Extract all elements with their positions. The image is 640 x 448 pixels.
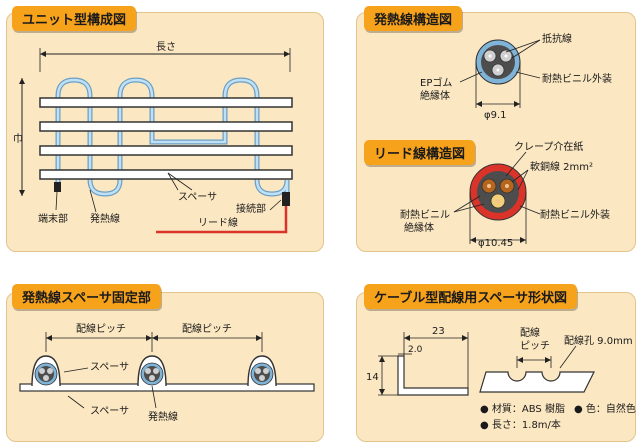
spacer-label: スペーサ	[178, 191, 217, 203]
hole-label: 配線孔 9.0mm	[564, 334, 633, 347]
pitch-label-2: 配線ピッチ	[182, 322, 232, 335]
material-spec: ● 材質：ABS 樹脂	[480, 402, 565, 415]
lead-insulator-label: 絶縁体	[404, 221, 434, 234]
length-label: 長さ	[156, 41, 176, 53]
crepe-paper-label: クレープ介在紙	[514, 140, 583, 153]
heating-wire-label: 発熱線	[90, 212, 120, 225]
pitch-line-1: 配線	[520, 326, 540, 339]
pitch-label-1: 配線ピッチ	[76, 322, 126, 335]
lead-wire-label: リード線	[198, 216, 238, 229]
lead-vinyl-label: 耐熱ビニル	[400, 208, 450, 221]
connector	[282, 192, 290, 206]
lead-structure-title: リード線構造図	[364, 140, 476, 165]
diameter-label: φ9.1	[484, 110, 507, 121]
ep-rubber-label: EPゴム	[420, 76, 452, 89]
color-spec: ● 色：自然色	[574, 402, 636, 415]
dim-2: 2.0	[408, 345, 423, 355]
width-label: 巾	[13, 132, 23, 145]
spacer-label-top: スペーサ	[90, 361, 129, 373]
lead-wire	[156, 206, 288, 234]
heating-structure-title: 発熱線構造図	[364, 6, 463, 31]
resistance-wire-label: 抵抗線	[542, 32, 572, 45]
insulator-label: 絶縁体	[420, 89, 450, 102]
spacer-fixing-title: 発熱線スペーサ固定部	[12, 284, 161, 309]
dim-14: 14	[366, 372, 379, 383]
lead-sheath-label: 耐熱ビニル外装	[540, 208, 610, 221]
spacer-strip-holes	[479, 371, 595, 393]
terminal-end	[54, 182, 61, 192]
spacer-l-profile	[397, 355, 469, 396]
vinyl-sheath-label: 耐熱ビニル外装	[542, 72, 612, 85]
soft-copper-label: 軟銅線 2mm²	[530, 160, 593, 173]
lead-diameter-label: φ10.45	[478, 238, 513, 249]
spacer-label-bottom: スペーサ	[90, 405, 129, 417]
cable-spacer-title: ケーブル型配線用スペーサ形状図	[364, 284, 578, 309]
pitch-line-2: ピッチ	[520, 340, 550, 352]
spacer-strip	[19, 383, 315, 392]
unit-structure-title: ユニット型構成図	[12, 6, 137, 31]
spacer-heating-wire-label: 発熱線	[148, 410, 178, 423]
terminal-label: 端末部	[38, 212, 68, 225]
length-spec: ● 長さ：1.8m/本	[480, 418, 561, 431]
dim-23: 23	[432, 326, 445, 337]
connector-label: 接続部	[236, 202, 266, 215]
spacer-bars	[39, 97, 293, 180]
wire-clamps	[31, 355, 277, 387]
